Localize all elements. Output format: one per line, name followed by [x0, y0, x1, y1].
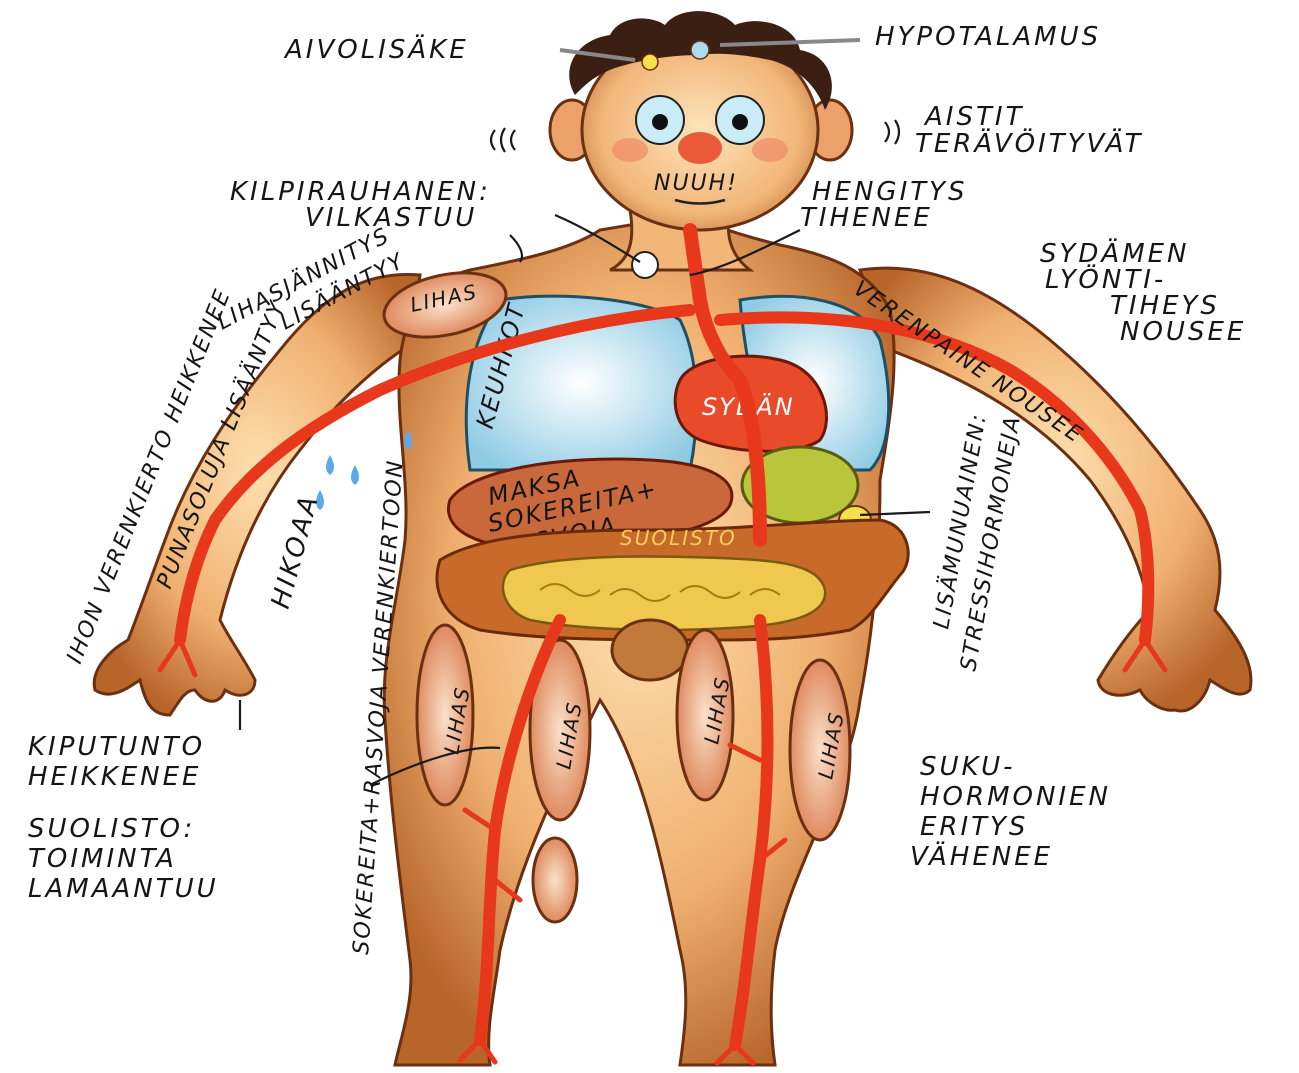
label-kilpirauhanen-2: VILKASTUU	[305, 203, 477, 233]
label-suku-3: ERITYS	[920, 812, 1028, 842]
label-suolisto-1: SUOLISTO:	[28, 814, 195, 844]
sense-marks-right	[885, 120, 899, 144]
label-hypotalamus: HYPOTALAMUS	[875, 22, 1101, 52]
label-suku-2: HORMONIEN	[920, 782, 1111, 812]
genitals	[612, 620, 688, 680]
sniff-text: NUUH!	[654, 171, 738, 196]
intestine-label: SUOLISTO	[620, 526, 737, 550]
label-aistit-1: AISTIT	[923, 102, 1024, 132]
thyroid-gland	[632, 252, 658, 278]
label-suku-4: VÄHENEE	[910, 840, 1053, 872]
left-eye-pupil	[652, 114, 668, 130]
sense-marks-left	[491, 128, 515, 152]
label-hikoaa: HIKOAA	[266, 490, 325, 611]
pituitary-gland	[642, 54, 658, 70]
calf-muscle	[533, 838, 577, 922]
right-eye-pupil	[732, 114, 748, 130]
sweat-drop-2	[351, 465, 359, 485]
label-suolisto-2: TOIMINTA	[28, 844, 177, 874]
label-sydamen-4: NOUSEE	[1120, 317, 1246, 347]
hypothalamus	[691, 41, 709, 59]
left-cheek	[612, 138, 648, 162]
label-aistit-2: TERÄVÖITYVÄT	[915, 127, 1143, 159]
sweat-drop-4	[326, 455, 334, 475]
label-suolisto-3: LAMAANTUU	[28, 874, 219, 904]
right-cheek	[752, 138, 788, 162]
label-hengitys-2: TIHENEE	[800, 203, 933, 233]
label-suku-1: SUKU-	[920, 752, 1016, 782]
label-kiputunto-1: KIPUTUNTO	[28, 732, 205, 762]
label-aivolisake: AIVOLISÄKE	[283, 33, 469, 65]
nose	[678, 132, 722, 164]
label-kiputunto-2: HEIKKENEE	[28, 762, 201, 792]
